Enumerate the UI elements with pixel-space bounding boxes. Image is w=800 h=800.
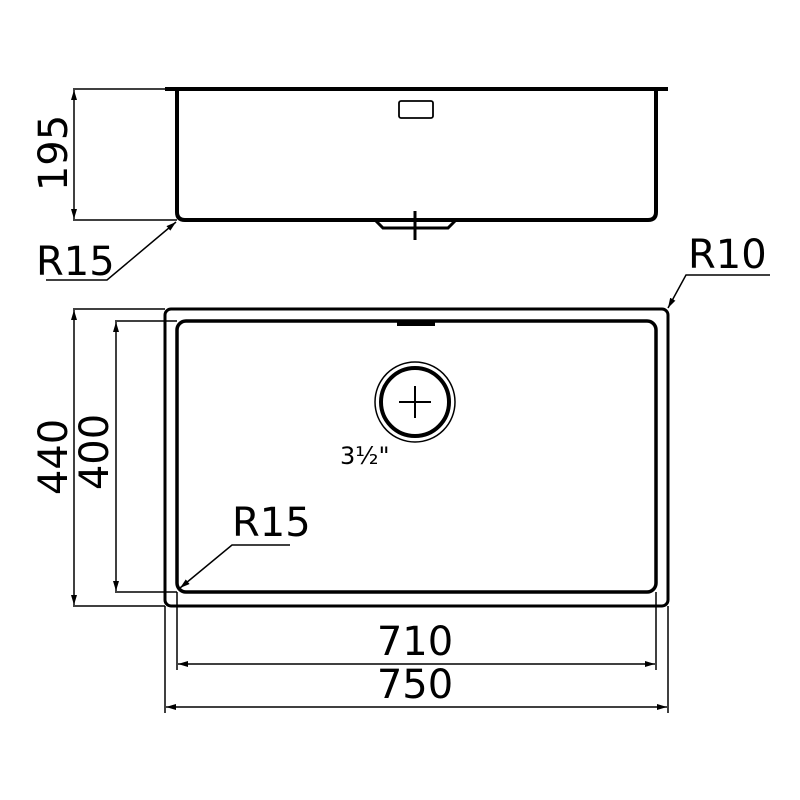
radius-leader xyxy=(46,221,177,281)
side-view: 195 R15 xyxy=(31,87,668,285)
width-710-label: 710 xyxy=(377,619,453,665)
inner-radius-leader xyxy=(179,544,290,589)
top-view: 3½" R10 R15 440 400 710 750 xyxy=(31,232,770,713)
drain-inner-circle xyxy=(379,366,451,438)
height-195-label: 195 xyxy=(31,115,77,191)
inner-radius-label: R15 xyxy=(232,500,311,546)
width-750-label: 750 xyxy=(377,662,453,708)
height-400-label: 400 xyxy=(72,414,118,490)
basin-profile xyxy=(175,89,658,222)
height-440-label: 440 xyxy=(31,419,77,495)
outer-radius-leader xyxy=(667,274,770,309)
overflow-slot xyxy=(398,100,434,119)
side-radius-label: R15 xyxy=(36,239,115,285)
drain-size-label: 3½" xyxy=(340,442,390,470)
outer-rim xyxy=(163,307,670,608)
outer-radius-label: R10 xyxy=(688,232,767,278)
drain-outer-circle xyxy=(374,361,456,443)
overflow-slot xyxy=(397,320,435,326)
